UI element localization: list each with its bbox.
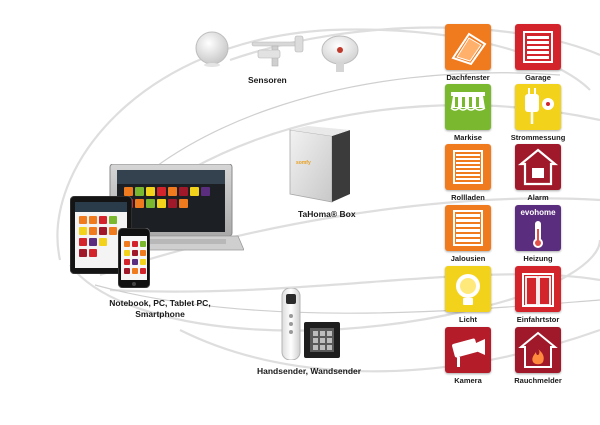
tahoma-box-logo: somfy bbox=[296, 160, 311, 166]
tile-label: Strommessung bbox=[510, 133, 566, 142]
laptop-device bbox=[103, 163, 245, 256]
thermometer-icon bbox=[533, 221, 543, 248]
sensors-label: Sensoren bbox=[248, 75, 287, 85]
hand-remote-device bbox=[280, 287, 302, 361]
tile-dachfenster bbox=[445, 24, 491, 70]
sun-sensor-icon bbox=[195, 31, 229, 67]
wind-sensor-icon bbox=[251, 35, 304, 67]
tile-licht bbox=[445, 266, 491, 312]
smoke-fire-icon bbox=[518, 331, 558, 368]
tile-garage bbox=[515, 24, 561, 70]
tile-label: Licht bbox=[459, 315, 477, 324]
devices-label-line2: Smartphone bbox=[135, 309, 185, 319]
wall-switch-device bbox=[304, 322, 340, 358]
tile-jalousien bbox=[445, 205, 491, 251]
blinds-icon bbox=[453, 210, 483, 246]
tile-einfahrtstor bbox=[515, 266, 561, 312]
tile-label: Rollladen bbox=[451, 193, 485, 202]
gate-icon bbox=[522, 273, 554, 307]
tile-alarm bbox=[515, 144, 561, 190]
smoke-detector-icon bbox=[321, 35, 359, 72]
tile-kamera bbox=[445, 327, 491, 373]
light-bulb-icon bbox=[456, 274, 480, 305]
sensor-group bbox=[190, 28, 380, 78]
camera-icon bbox=[452, 338, 485, 367]
tile-label: Dachfenster bbox=[446, 73, 490, 82]
tile-rauchmelder bbox=[515, 327, 561, 373]
tile-label: Rauchmelder bbox=[514, 376, 562, 385]
tile-label: Garage bbox=[525, 73, 551, 82]
tile-label: Markise bbox=[454, 133, 482, 142]
remotes-label: Handsender, Wandsender bbox=[257, 366, 362, 376]
power-plug-icon bbox=[525, 88, 554, 124]
roller-shutter-icon bbox=[453, 150, 483, 184]
tile-brand-text: evohome bbox=[520, 208, 556, 217]
tile-markise bbox=[445, 84, 491, 130]
tahoma-box-device bbox=[286, 126, 356, 204]
devices-label-line1: Notebook, PC, Tablet PC, bbox=[109, 298, 211, 308]
awning-icon bbox=[450, 92, 486, 111]
tile-label: Heizung bbox=[523, 254, 553, 263]
tile-label: Kamera bbox=[454, 376, 482, 385]
tahoma-box-label: TaHoma® Box bbox=[298, 209, 356, 219]
tile-rollladen bbox=[445, 144, 491, 190]
devices-label: Notebook, PC, Tablet PC, Smartphone bbox=[100, 298, 220, 320]
tile-heizung: evohome bbox=[515, 205, 561, 251]
tile-label: Alarm bbox=[527, 193, 549, 202]
garage-door-icon bbox=[523, 31, 553, 63]
roof-window-icon bbox=[451, 32, 487, 66]
alarm-house-icon bbox=[517, 148, 559, 186]
smartphone-device bbox=[117, 227, 151, 289]
tile-label: Jalousien bbox=[450, 254, 486, 263]
tile-strommessung bbox=[515, 84, 561, 130]
tile-label: Einfahrtstor bbox=[516, 315, 560, 324]
